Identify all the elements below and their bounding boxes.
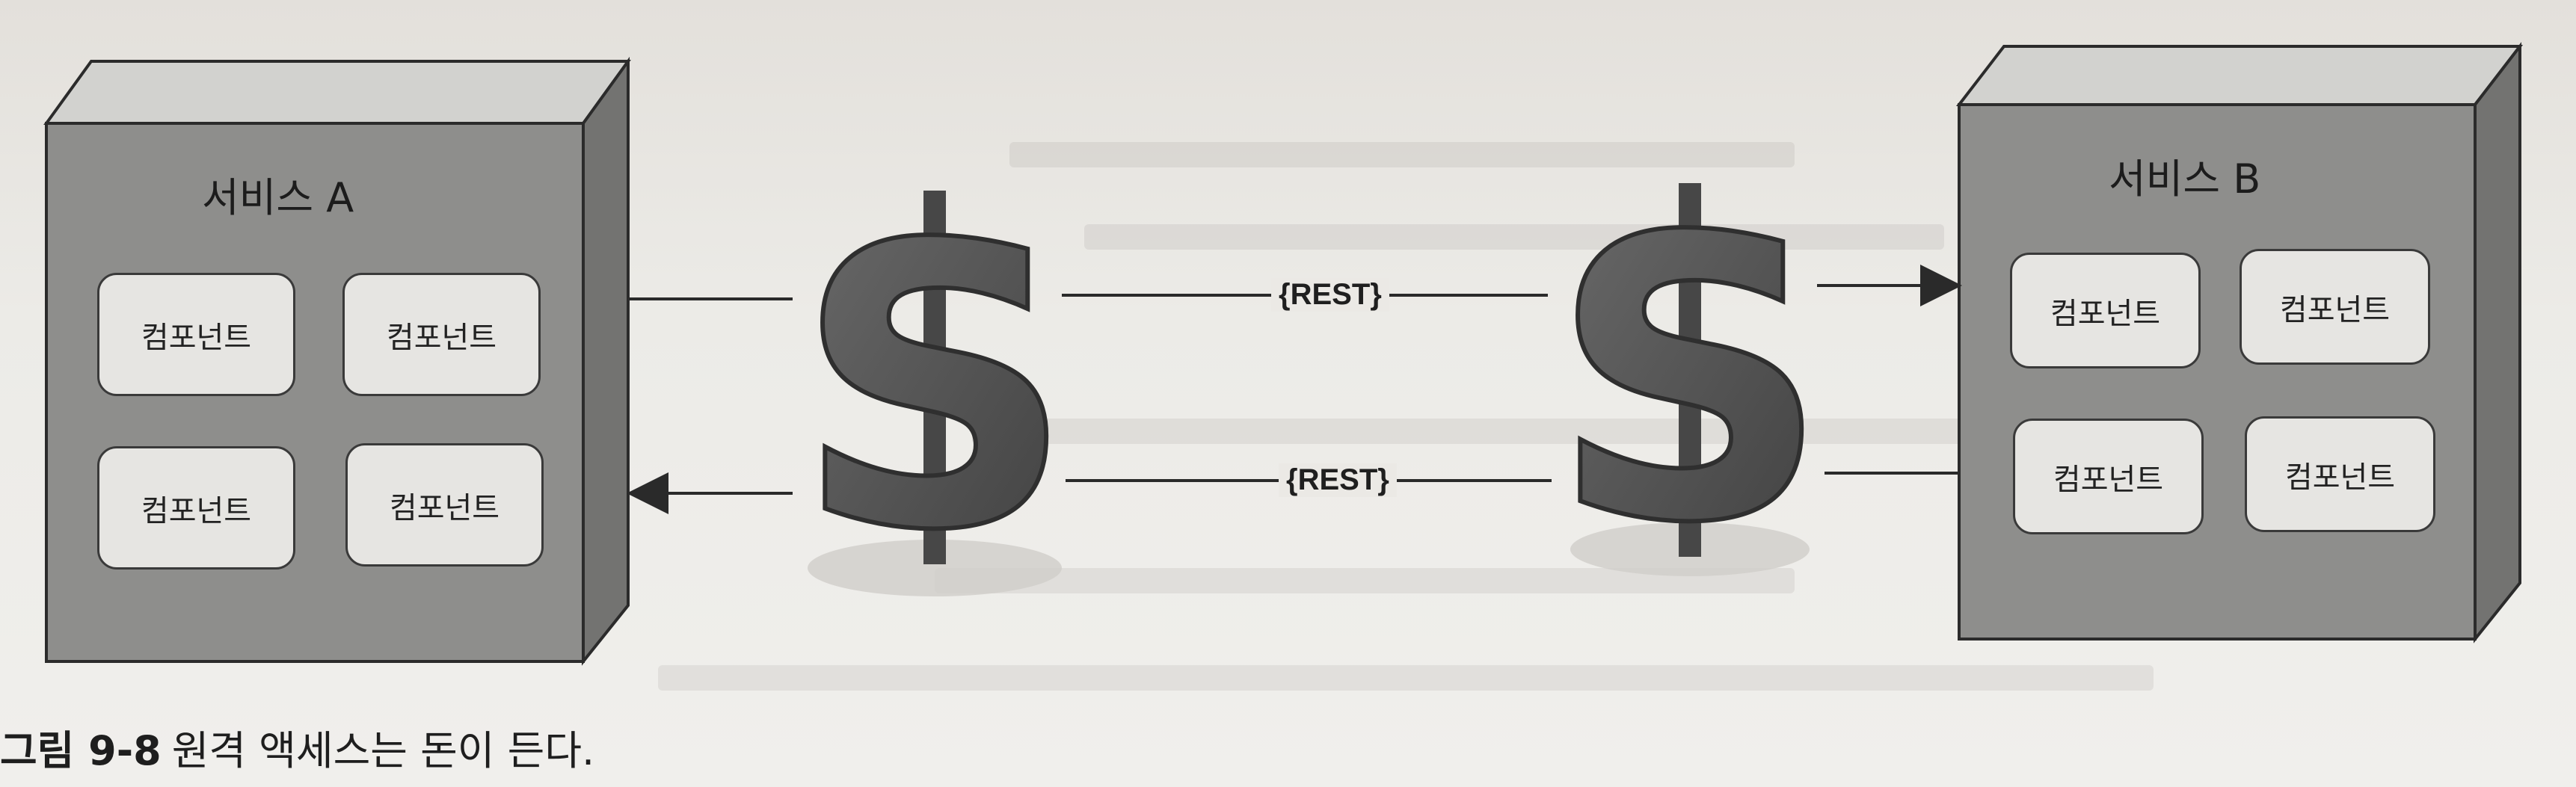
bleed-through-text [1009,142,1795,167]
svg-text:S: S [1550,155,1830,608]
dollar-sign-icon: S [793,160,1078,617]
dollar-sign-icon: S [1548,152,1833,610]
service-b-title: 서비스 B [2109,155,2261,203]
caption-text: 원격 액세스는 돈이 든다. [171,727,595,774]
rest-label-top: {REST} [1271,278,1389,312]
bleed-through-text [1084,224,1944,250]
service-b-component: 컴포넌트 [2240,249,2430,365]
service-b-front-face [1958,103,2477,641]
service-b-component: 컴포넌트 [2010,253,2201,368]
service-b-top-face [1955,45,2524,106]
service-a-top-face [43,60,631,125]
service-a-title: 서비스 A [202,174,354,221]
service-a-component: 컴포넌트 [97,446,295,570]
service-a-component: 컴포넌트 [345,443,544,567]
svg-text:S: S [795,162,1075,615]
service-b-component: 컴포넌트 [2013,419,2204,534]
service-a-side-face [582,56,630,666]
service-b-component: 컴포넌트 [2245,416,2435,532]
service-b-box [1955,42,2524,644]
service-a-component: 컴포넌트 [97,273,295,396]
bleed-through-text [972,419,1982,444]
service-b-side-face [2474,42,2521,644]
rest-label-bottom: {REST} [1279,463,1397,497]
service-a-box [43,56,631,666]
bleed-through-text [658,665,2154,691]
service-a-component: 컴포넌트 [342,273,541,396]
figure-number: 그림 9-8 [0,727,162,774]
